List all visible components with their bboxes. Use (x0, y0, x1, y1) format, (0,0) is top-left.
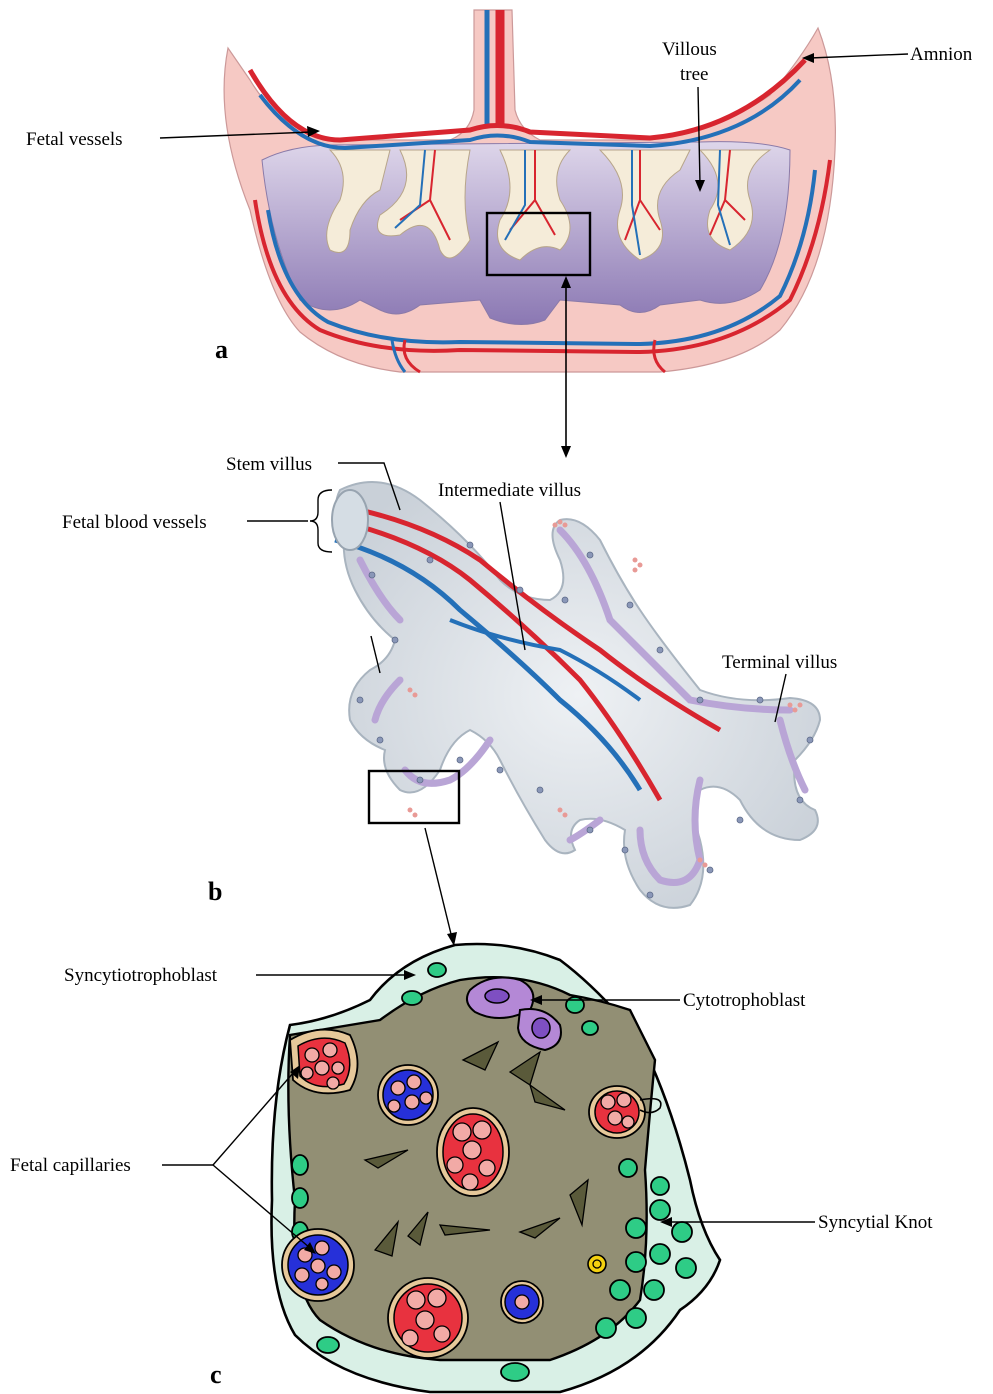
label-syncytiotrophoblast: Syncytiotrophoblast (64, 965, 218, 986)
connector-b-c (425, 828, 452, 938)
stem-villus-cut (332, 490, 368, 550)
panel-a: Fetal vessels Villous tree Amnion a (26, 10, 973, 458)
label-villous-tree-1: Villous (662, 39, 717, 60)
label-fetal-vessels: Fetal vessels (26, 129, 123, 150)
hofbauer-cell-nucleus (593, 1260, 601, 1268)
label-stem-villus: Stem villus (226, 454, 312, 475)
label-fetal-capillaries: Fetal capillaries (10, 1155, 131, 1176)
label-amnion: Amnion (910, 44, 973, 65)
connector-a-b-arrowhead-bottom (561, 446, 571, 458)
panel-letter-a: a (215, 335, 228, 364)
panel-letter-b: b (208, 877, 222, 906)
label-fetal-blood-vessels: Fetal blood vessels (62, 512, 207, 533)
panel-letter-c: c (210, 1360, 222, 1389)
label-terminal-villus: Terminal villus (722, 652, 837, 673)
label-syncytial-knot: Syncytial Knot (818, 1212, 933, 1233)
label-intermediate-villus: Intermediate villus (438, 480, 581, 501)
panel-c: Syncytiotrophoblast Cytotrophoblast Feta… (10, 944, 933, 1392)
panel-b: Stem villus Intermediate villus Fetal bl… (62, 454, 837, 946)
brace-fetal-blood-vessels (310, 490, 332, 552)
villous-lobe-3 (498, 150, 571, 260)
label-villous-tree-2: tree (680, 64, 708, 85)
label-cytotrophoblast: Cytotrophoblast (683, 990, 806, 1011)
